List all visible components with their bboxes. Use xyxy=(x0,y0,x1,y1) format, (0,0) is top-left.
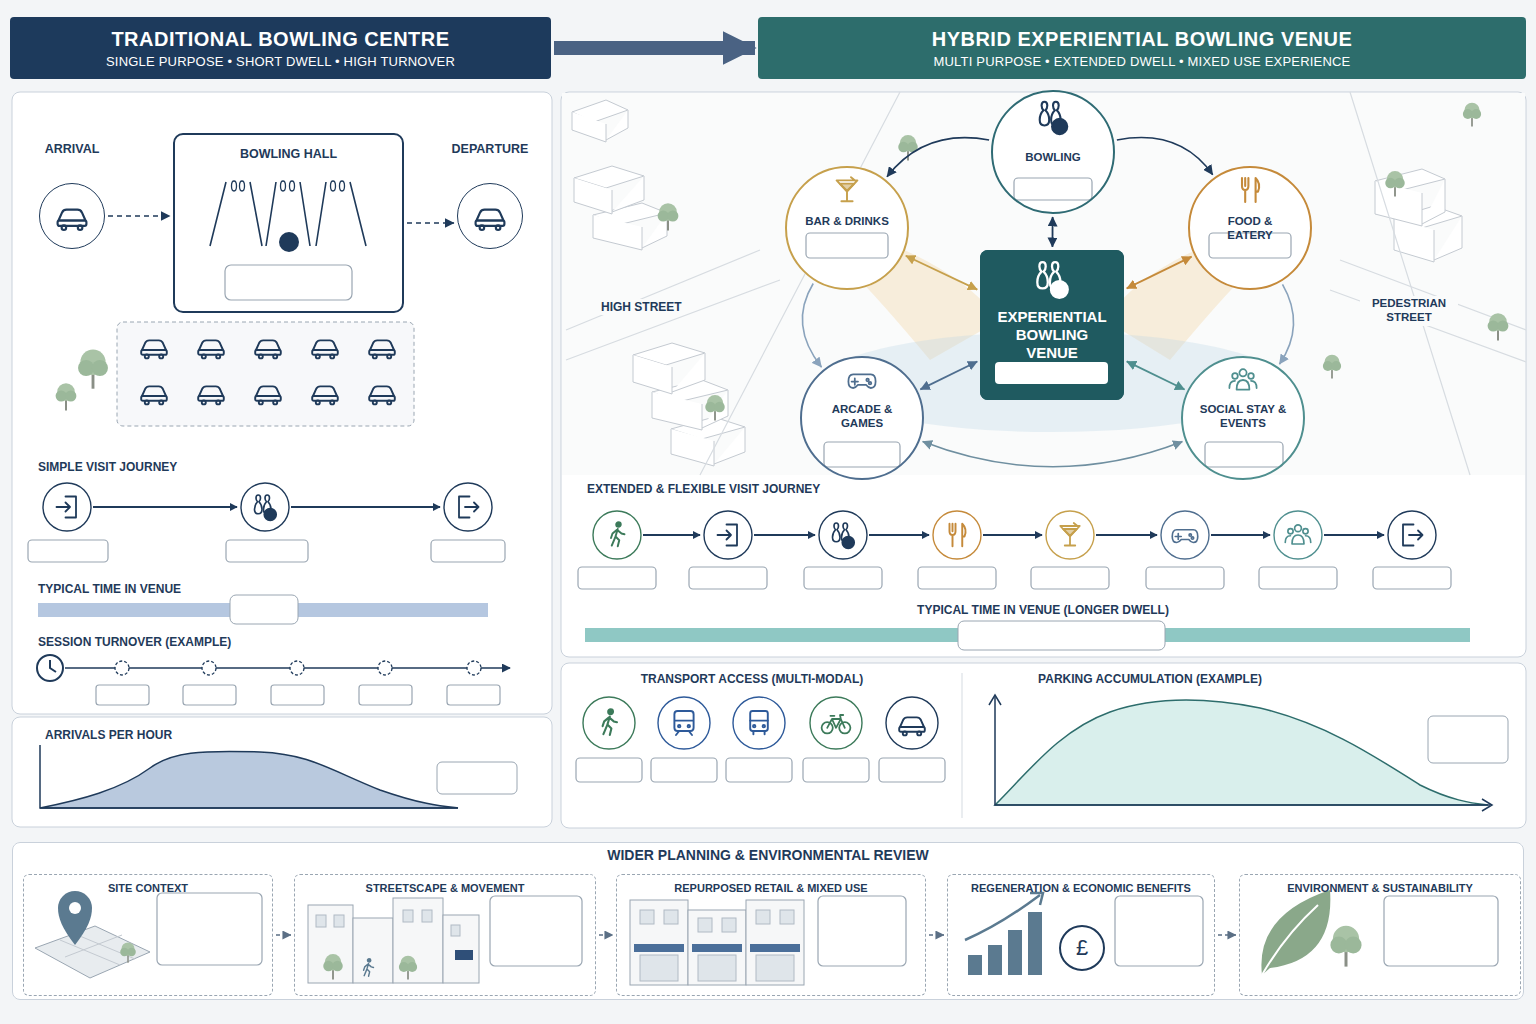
node-title: ENVIRONMENT & SUSTAINABILITY xyxy=(1240,882,1520,895)
section-label: SIMPLE VISIT JOURNEY xyxy=(38,460,177,474)
connector xyxy=(887,138,989,177)
review-box: REGENERATION & ECONOMIC BENEFITS xyxy=(947,874,1215,996)
section-label: TYPICAL TIME IN VENUE xyxy=(38,582,181,596)
connector xyxy=(599,934,613,935)
activity-circle: ARCADE & GAMES xyxy=(800,356,924,480)
node-title: BOWLING xyxy=(1007,150,1099,164)
section-label: EXTENDED & FLEXIBLE VISIT JOURNEY xyxy=(587,482,820,496)
section-label: PEDESTRIAN STREET xyxy=(1360,296,1458,326)
review-box: STREETSCAPE & MOVEMENT xyxy=(294,874,596,996)
connector xyxy=(276,934,291,935)
node-title: BAR & DRINKS xyxy=(801,214,893,228)
section-label: PARKING ACCUMULATION (EXAMPLE) xyxy=(1038,672,1262,686)
arrival-circle: ARRIVAL xyxy=(39,183,105,249)
node-title: STREETSCAPE & MOVEMENT xyxy=(295,882,595,895)
review-box: ENVIRONMENT & SUSTAINABILITY xyxy=(1239,874,1521,996)
review-box: REPURPOSED RETAIL & MIXED USE xyxy=(616,874,926,996)
activity-circle: FOOD & EATERY xyxy=(1188,166,1312,290)
header-band: TRADITIONAL BOWLING CENTRE SINGLE PURPOSE… xyxy=(10,17,551,79)
departure-circle: DEPARTURE xyxy=(457,183,523,249)
connector xyxy=(1052,217,1054,247)
section-label: £ xyxy=(1076,936,1088,960)
node-title: WIDER PLANNING & ENVIRONMENTAL REVIEW xyxy=(13,847,1523,864)
connector xyxy=(1127,361,1185,389)
node-title: DEPARTURE xyxy=(452,142,529,157)
connector xyxy=(906,256,978,290)
section-label: TRANSPORT ACCESS (MULTI-MODAL) xyxy=(641,672,864,686)
node-title: EXPERIENTIAL BOWLING VENUE xyxy=(988,308,1116,362)
section-label: HIGH STREET xyxy=(598,299,685,315)
connector xyxy=(1117,138,1213,175)
connector xyxy=(923,441,1183,466)
activity-circle: SOCIAL STAY & EVENTS xyxy=(1181,356,1305,480)
node-title: ARRIVAL xyxy=(45,142,100,157)
bowling-hall-box: BOWLING HALL xyxy=(173,133,404,313)
connector xyxy=(920,362,977,390)
node-title: REGENERATION & ECONOMIC BENEFITS xyxy=(948,882,1214,895)
section-label: TYPICAL TIME IN VENUE (LONGER DWELL) xyxy=(917,603,1169,617)
activity-circle: BAR & DRINKS xyxy=(785,166,909,290)
activity-circle: BOWLING xyxy=(991,90,1115,214)
venue-box: EXPERIENTIAL BOWLING VENUE xyxy=(980,250,1124,400)
node-title: FOOD & EATERY xyxy=(1204,214,1296,242)
review-panel: WIDER PLANNING & ENVIRONMENTAL REVIEW SIT… xyxy=(12,842,1524,1000)
connector xyxy=(1218,934,1236,935)
connector xyxy=(929,934,944,935)
connector xyxy=(1279,284,1293,364)
section-label: SESSION TURNOVER (EXAMPLE) xyxy=(38,635,231,649)
node-title: SITE CONTEXT xyxy=(24,882,272,895)
review-box: SITE CONTEXT xyxy=(23,874,273,996)
header-band: HYBRID EXPERIENTIAL BOWLING VENUE MULTI P… xyxy=(758,17,1526,79)
connector xyxy=(554,41,755,55)
connector xyxy=(802,284,821,368)
connector xyxy=(1127,257,1192,289)
node-subtitle: SINGLE PURPOSE • SHORT DWELL • HIGH TURN… xyxy=(106,54,455,70)
node-title: REPURPOSED RETAIL & MIXED USE xyxy=(617,882,925,895)
node-title: SOCIAL STAY & EVENTS xyxy=(1197,402,1289,430)
node-title: HYBRID EXPERIENTIAL BOWLING VENUE xyxy=(932,27,1353,51)
node-title: ARCADE & GAMES xyxy=(816,402,908,430)
node-title: TRADITIONAL BOWLING CENTRE xyxy=(111,27,449,51)
node-subtitle: MULTI PURPOSE • EXTENDED DWELL • MIXED U… xyxy=(933,54,1350,70)
connector xyxy=(108,215,170,217)
section-label: ARRIVALS PER HOUR xyxy=(45,728,172,742)
connector xyxy=(407,222,454,224)
node-title: BOWLING HALL xyxy=(175,147,402,162)
